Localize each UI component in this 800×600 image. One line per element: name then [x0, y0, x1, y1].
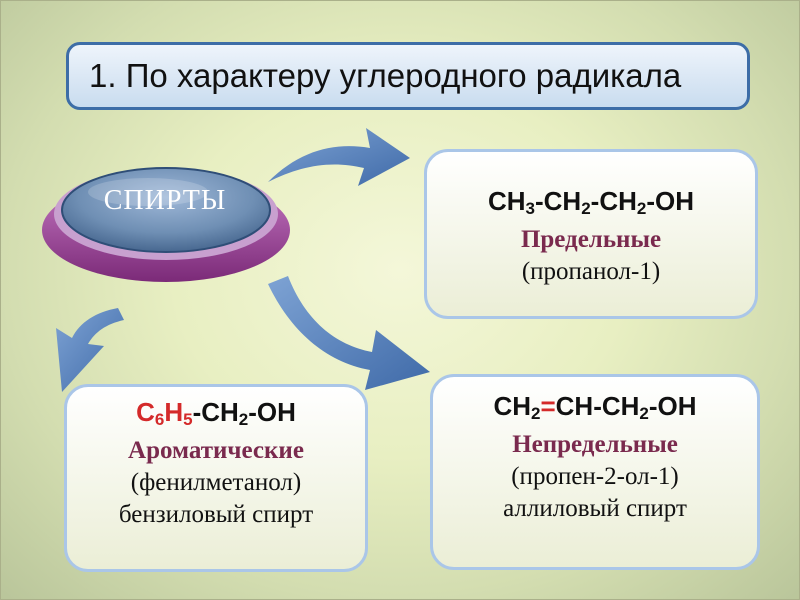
aromatic-kind: Ароматические: [128, 437, 304, 464]
title-box: 1. По характеру углеродного радикала: [66, 42, 750, 110]
arrow-to-unsaturated: [268, 276, 430, 390]
aromatic-common-name: бензиловый спирт: [118, 501, 314, 528]
saturated-kind: Предельные: [520, 226, 662, 253]
saturated-example: (пропанол-1): [521, 258, 661, 285]
page-title: 1. По характеру углеродного радикала: [89, 57, 682, 94]
unsaturated-kind: Непредельные: [512, 431, 678, 458]
unsaturated-box: CH2=CH-CH2-OH Непредельные (пропен-2-ол-…: [430, 374, 760, 570]
aromatic-example: (фенилметанол): [130, 469, 302, 496]
unsaturated-example: (пропен-2-ол-1): [511, 463, 679, 490]
saturated-box: CH3-CH2-CH2-OH Предельные (пропанол-1): [424, 149, 758, 319]
aromatic-formula: C6H5-CH2-OH: [136, 397, 296, 429]
arrow-to-aromatic: [56, 308, 124, 392]
alcohols-label: СПИРТЫ: [103, 185, 227, 216]
saturated-formula: CH3-CH2-CH2-OH: [487, 186, 695, 218]
alcohols-disk: [42, 167, 290, 282]
unsaturated-common-name: аллиловый спирт: [503, 495, 687, 522]
unsaturated-formula: CH2=CH-CH2-OH: [493, 391, 697, 423]
arrow-to-saturated: [268, 128, 410, 186]
aromatic-box: C6H5-CH2-OH Ароматические (фенилметанол)…: [64, 384, 368, 572]
